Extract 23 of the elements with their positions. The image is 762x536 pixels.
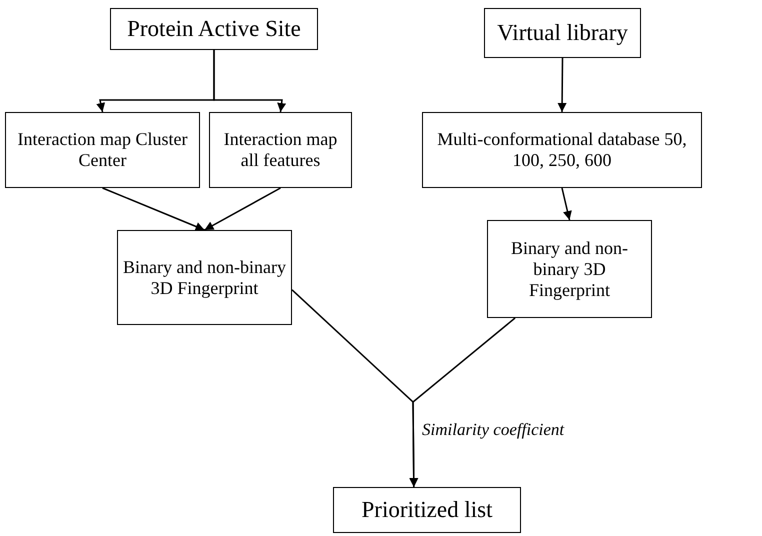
box-text: Interaction map all features — [222, 129, 338, 171]
arrow — [102, 187, 205, 231]
box-text: Multi-conformational database 50, 100, 250, 600 — [436, 129, 688, 171]
process-box — [117, 230, 292, 325]
process-box — [110, 8, 318, 50]
edge-label: Similarity coefficient — [420, 420, 566, 440]
arrow — [558, 58, 567, 112]
box-text: Protein Active Site — [127, 16, 301, 42]
box-text: Binary and non-binary 3D Fingerprint — [122, 256, 287, 298]
box-text: Virtual library — [497, 20, 628, 46]
box-text: Prioritized list — [362, 497, 492, 523]
arrow — [204, 187, 281, 231]
process-box — [5, 112, 200, 188]
process-box — [422, 112, 702, 188]
arrow — [561, 188, 572, 220]
process-box — [333, 487, 521, 533]
process-box — [487, 220, 652, 318]
process-box — [484, 8, 641, 58]
arrow — [213, 50, 286, 112]
box-text: Binary and non-binary 3D Fingerprint — [510, 238, 629, 300]
process-box — [209, 112, 352, 188]
arrow — [409, 317, 516, 487]
box-text: Interaction map Cluster Center — [16, 129, 188, 171]
